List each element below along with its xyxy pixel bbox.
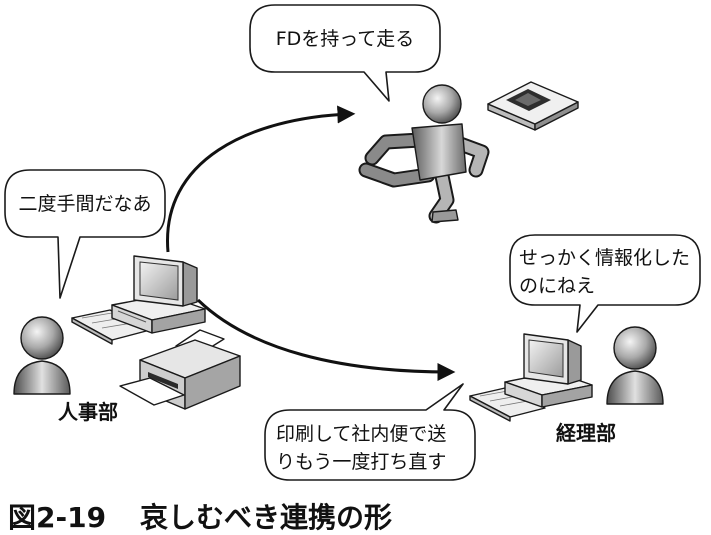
speech-bubble-hr-text: 二度手間だなあ	[18, 193, 151, 215]
accounting-computer-icon	[469, 333, 593, 422]
department-label-hr: 人事部	[58, 400, 118, 424]
speech-bubble-accounting-line-1: せっかく情報化した	[519, 247, 690, 269]
figure-title: 哀しむべき連携の形	[140, 501, 392, 534]
department-label-accounting: 経理部	[556, 421, 616, 445]
running-person-icon	[358, 84, 490, 224]
speech-bubble-courier-line-1: 印刷して社内便で送	[276, 423, 446, 445]
speech-bubble-hr: 二度手間だなあ	[4, 169, 166, 299]
printer-icon	[119, 329, 241, 410]
speech-bubble-runner: FDを持って走る	[249, 4, 441, 102]
floppy-disk-icon	[487, 81, 579, 131]
arrow-hr-to-runner	[166, 105, 356, 253]
arrow-hr-to-accounting	[196, 298, 456, 381]
speech-bubble-accounting: せっかく情報化した のにねえ	[509, 234, 701, 333]
figure-number: 図2-19	[8, 501, 106, 534]
hr-person-icon	[13, 316, 71, 395]
speech-bubble-runner-text: FDを持って走る	[276, 28, 415, 50]
speech-bubble-courier-line-2: りもう一度打ち直す	[276, 451, 446, 473]
speech-bubble-accounting-line-2: のにねえ	[519, 275, 595, 297]
figure-caption: 図2-19 哀しむべき連携の形	[8, 501, 392, 534]
accounting-person-icon	[606, 326, 664, 405]
speech-bubble-courier: 印刷して社内便で送 りもう一度打ち直す	[264, 383, 476, 481]
hr-computer-icon	[71, 255, 206, 345]
